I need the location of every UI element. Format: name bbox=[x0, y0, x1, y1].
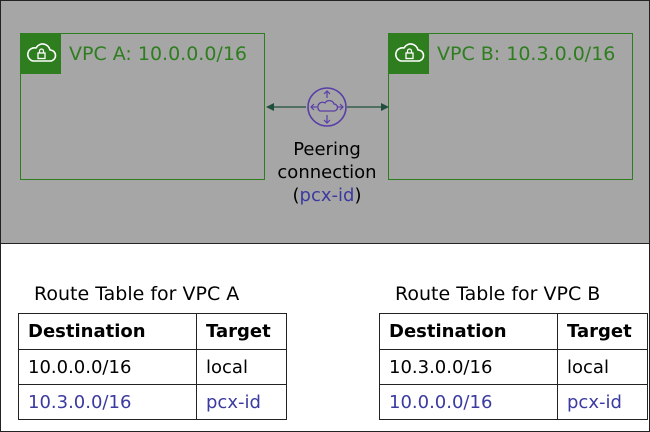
vpc-a-box: VPC A: 10.0.0.0/16 bbox=[20, 33, 265, 180]
route-table-b-title: Route Table for VPC B bbox=[395, 283, 601, 305]
header-destination: Destination bbox=[18, 313, 197, 350]
arrowhead-right bbox=[381, 103, 389, 111]
header-target: Target bbox=[196, 313, 287, 350]
vpc-cloud-lock-icon bbox=[389, 34, 429, 74]
header-target: Target bbox=[557, 313, 648, 350]
target-cell: pcx-id bbox=[196, 384, 287, 420]
peering-connection-icon bbox=[307, 87, 347, 127]
peering-connection-id: pcx-id bbox=[299, 185, 355, 206]
peering-label-line3: (pcx-id) bbox=[271, 184, 383, 207]
vpc-area: VPC A: 10.0.0.0/16 VPC B: 10.3.0.0/16 bbox=[1, 1, 649, 244]
peering-label-line2: connection bbox=[277, 162, 377, 183]
table-row: 10.0.0.0/16 pcx-id bbox=[379, 384, 648, 420]
vpc-cloud-lock-icon bbox=[21, 34, 61, 74]
table-row: 10.3.0.0/16 local bbox=[379, 349, 648, 385]
table-row: 10.3.0.0/16 pcx-id bbox=[18, 384, 287, 420]
vpc-a-label: VPC A: 10.0.0.0/16 bbox=[69, 43, 248, 65]
route-table-a: Destination Target 10.0.0.0/16 local 10.… bbox=[18, 313, 287, 420]
target-cell: local bbox=[557, 349, 648, 385]
table-header-row: Destination Target bbox=[379, 313, 648, 350]
paren-open: ( bbox=[292, 185, 300, 206]
vpc-b-box: VPC B: 10.3.0.0/16 bbox=[388, 33, 633, 180]
destination-cell: 10.0.0.0/16 bbox=[379, 384, 558, 420]
header-destination: Destination bbox=[379, 313, 558, 350]
destination-cell: 10.0.0.0/16 bbox=[18, 349, 197, 385]
destination-cell: 10.3.0.0/16 bbox=[379, 349, 558, 385]
vpc-b-label: VPC B: 10.3.0.0/16 bbox=[437, 43, 616, 65]
peering-label-line1: Peering bbox=[293, 139, 361, 160]
target-cell: pcx-id bbox=[557, 384, 648, 420]
table-row: 10.0.0.0/16 local bbox=[18, 349, 287, 385]
target-cell: local bbox=[196, 349, 287, 385]
table-header-row: Destination Target bbox=[18, 313, 287, 350]
route-table-b: Destination Target 10.3.0.0/16 local 10.… bbox=[379, 313, 648, 420]
route-table-a-title: Route Table for VPC A bbox=[34, 283, 240, 305]
peering-connector bbox=[266, 87, 389, 127]
paren-close: ) bbox=[354, 185, 362, 206]
destination-cell: 10.3.0.0/16 bbox=[18, 384, 197, 420]
arrowhead-left bbox=[266, 103, 274, 111]
